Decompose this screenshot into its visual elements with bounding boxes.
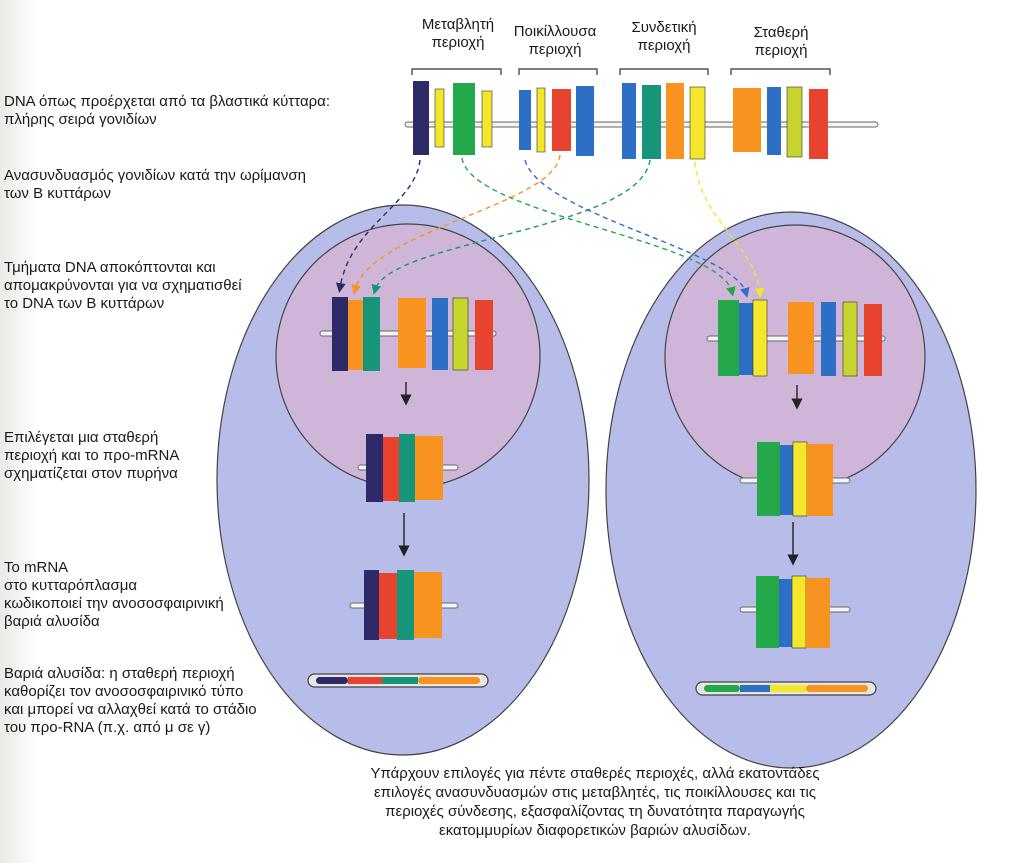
bracket-diverse (518, 68, 598, 75)
region-title-joining: Συνδετική περιοχή (631, 19, 697, 54)
region-title-constant: Σταθερή περιοχή (753, 24, 809, 59)
summary-caption: Υπάρχουν επιλογές για πέντε σταθερές περ… (370, 765, 820, 839)
region-title-diverse: Ποικίλλουσα περιοχή (513, 23, 597, 58)
bracket-variable (411, 68, 502, 75)
bracket-joining (619, 68, 709, 75)
germline-dna (404, 81, 879, 160)
left-heavy-chain (307, 673, 489, 688)
arrow-joining-right (694, 161, 765, 298)
label-mrna: Το mRNA στο κυτταρόπλασμα κωδικοποιεί τη… (4, 559, 224, 630)
segment-d4 (576, 86, 594, 156)
segment-d1 (519, 90, 531, 150)
recombination-arrows (335, 154, 765, 298)
region-brackets (411, 68, 831, 75)
region-title-variable: Μεταβλητή περιοχή (421, 16, 495, 51)
arrow-variable-right (461, 157, 736, 297)
segment-j4 (689, 86, 706, 160)
bracket-constant (730, 68, 831, 75)
right-rearranged-dna (706, 299, 886, 377)
arrow-diverse-right (524, 159, 750, 298)
label-germline-dna: DNA όπως προέρχεται από τα βλαστικά κύττ… (4, 93, 330, 128)
segment-c3 (786, 86, 803, 158)
segment-c1 (733, 88, 761, 152)
segment-j1 (622, 83, 636, 159)
label-constant-choice: Επιλέγεται μια σταθερή περιοχή και το πρ… (4, 429, 180, 482)
segment-v1 (413, 81, 429, 155)
right-heavy-chain (695, 681, 877, 696)
segment-d2 (536, 87, 546, 153)
left-rearranged-dna (319, 297, 497, 371)
segment-c4 (809, 89, 828, 159)
label-excision: Τμήματα DNA αποκόπτονται και απομακρύνον… (4, 259, 242, 312)
right-pre-mrna (739, 441, 851, 517)
label-heavy-chain: Βαριά αλυσίδα: η σταθερή περιοχή καθορίζ… (4, 665, 257, 736)
label-recombination: Ανασυνδυασμός γονιδίων κατά την ωρίμανση… (4, 167, 306, 202)
segment-c2 (767, 87, 781, 155)
segment-j2 (642, 85, 661, 159)
arrow-joining-left (371, 159, 651, 295)
segment-v2 (434, 88, 445, 148)
segment-j3 (666, 83, 684, 159)
segment-v4 (481, 90, 493, 148)
left-pre-mrna (357, 434, 459, 502)
arrow-diverse-left (351, 154, 561, 295)
segment-v3 (453, 83, 475, 155)
segment-d3 (552, 89, 571, 151)
left-mrna (349, 570, 459, 640)
right-mrna (739, 575, 851, 649)
